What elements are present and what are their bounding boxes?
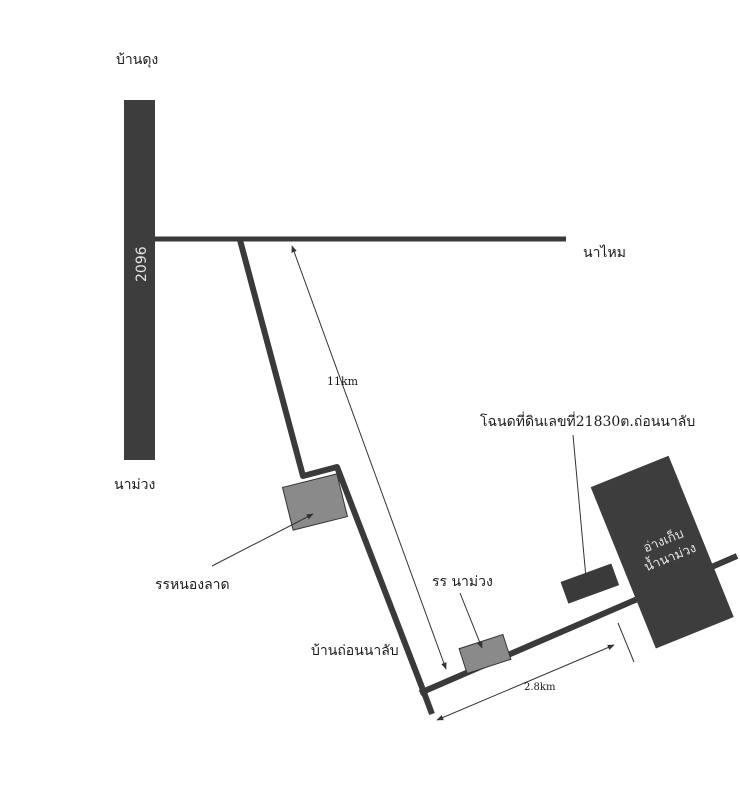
- school-namuang-building: [458, 633, 512, 675]
- distance-label-11km: 11km: [327, 375, 359, 388]
- distance-arrow-11km: [291, 245, 447, 670]
- school-nonglad-building: [281, 473, 349, 531]
- reservoir-block: [590, 455, 734, 649]
- school-namuang-pointer: [459, 592, 483, 649]
- label-ban-dung: บ้านดุง: [116, 52, 158, 68]
- label-na-muang-village: นาม่วง: [114, 477, 155, 493]
- label-school-nonglad: รรหนองลาด: [155, 577, 230, 593]
- distance-arrow-2-8km: [436, 644, 615, 721]
- label-ban-thon-na-lap: บ้านถ่อนนาลับ: [311, 643, 399, 659]
- label-school-namuang: รร นาม่วง: [432, 574, 493, 590]
- label-deed: โฉนดที่ดินเลขที่21830ต.ถ่อนนาลับ: [480, 412, 695, 430]
- road-to-nongladschool: [237, 239, 426, 692]
- road-number-label: 2096: [134, 246, 150, 282]
- label-na-mai: นาไหม: [583, 244, 626, 261]
- deed-plot-pointer: [572, 434, 587, 579]
- distance-end-tick: [617, 622, 635, 663]
- school-nonglad-pointer: [211, 513, 314, 567]
- distance-label-2-8km: 2.8km: [524, 682, 556, 693]
- deed-plot: [560, 563, 620, 604]
- highway-2096-road: [124, 100, 155, 460]
